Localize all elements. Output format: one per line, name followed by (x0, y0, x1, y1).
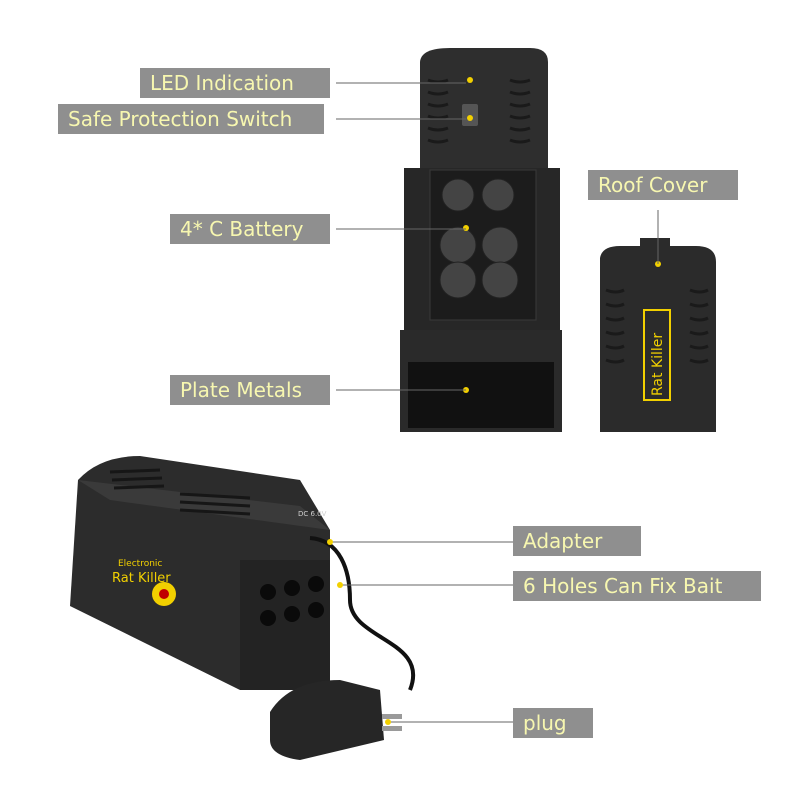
label-plug: plug (513, 708, 593, 738)
brand-large-text: Rat Killer (112, 571, 171, 586)
label-safe-protection-switch: Safe Protection Switch (58, 104, 324, 134)
device-open-top (400, 48, 562, 432)
label-roof-cover: Roof Cover (588, 170, 738, 200)
leader-lines (330, 82, 659, 723)
brand-small-text: Electronic (118, 559, 162, 569)
label-bait-holes: 6 Holes Can Fix Bait (513, 571, 761, 601)
label-adapter: Adapter (513, 526, 641, 556)
label-led-indication: LED Indication (140, 68, 330, 98)
bait-holes (260, 576, 324, 626)
cover-brand-text: Rat Killer (650, 333, 666, 396)
roof-cover: Rat Killer (600, 238, 716, 432)
port-label: DC 6.0V (298, 510, 327, 518)
label-battery: 4* C Battery (170, 214, 330, 244)
device-assembled: DC 6.0V Electronic Rat Killer (70, 456, 415, 760)
label-plate-metals: Plate Metals (170, 375, 330, 405)
led-dot-icon (467, 77, 473, 83)
